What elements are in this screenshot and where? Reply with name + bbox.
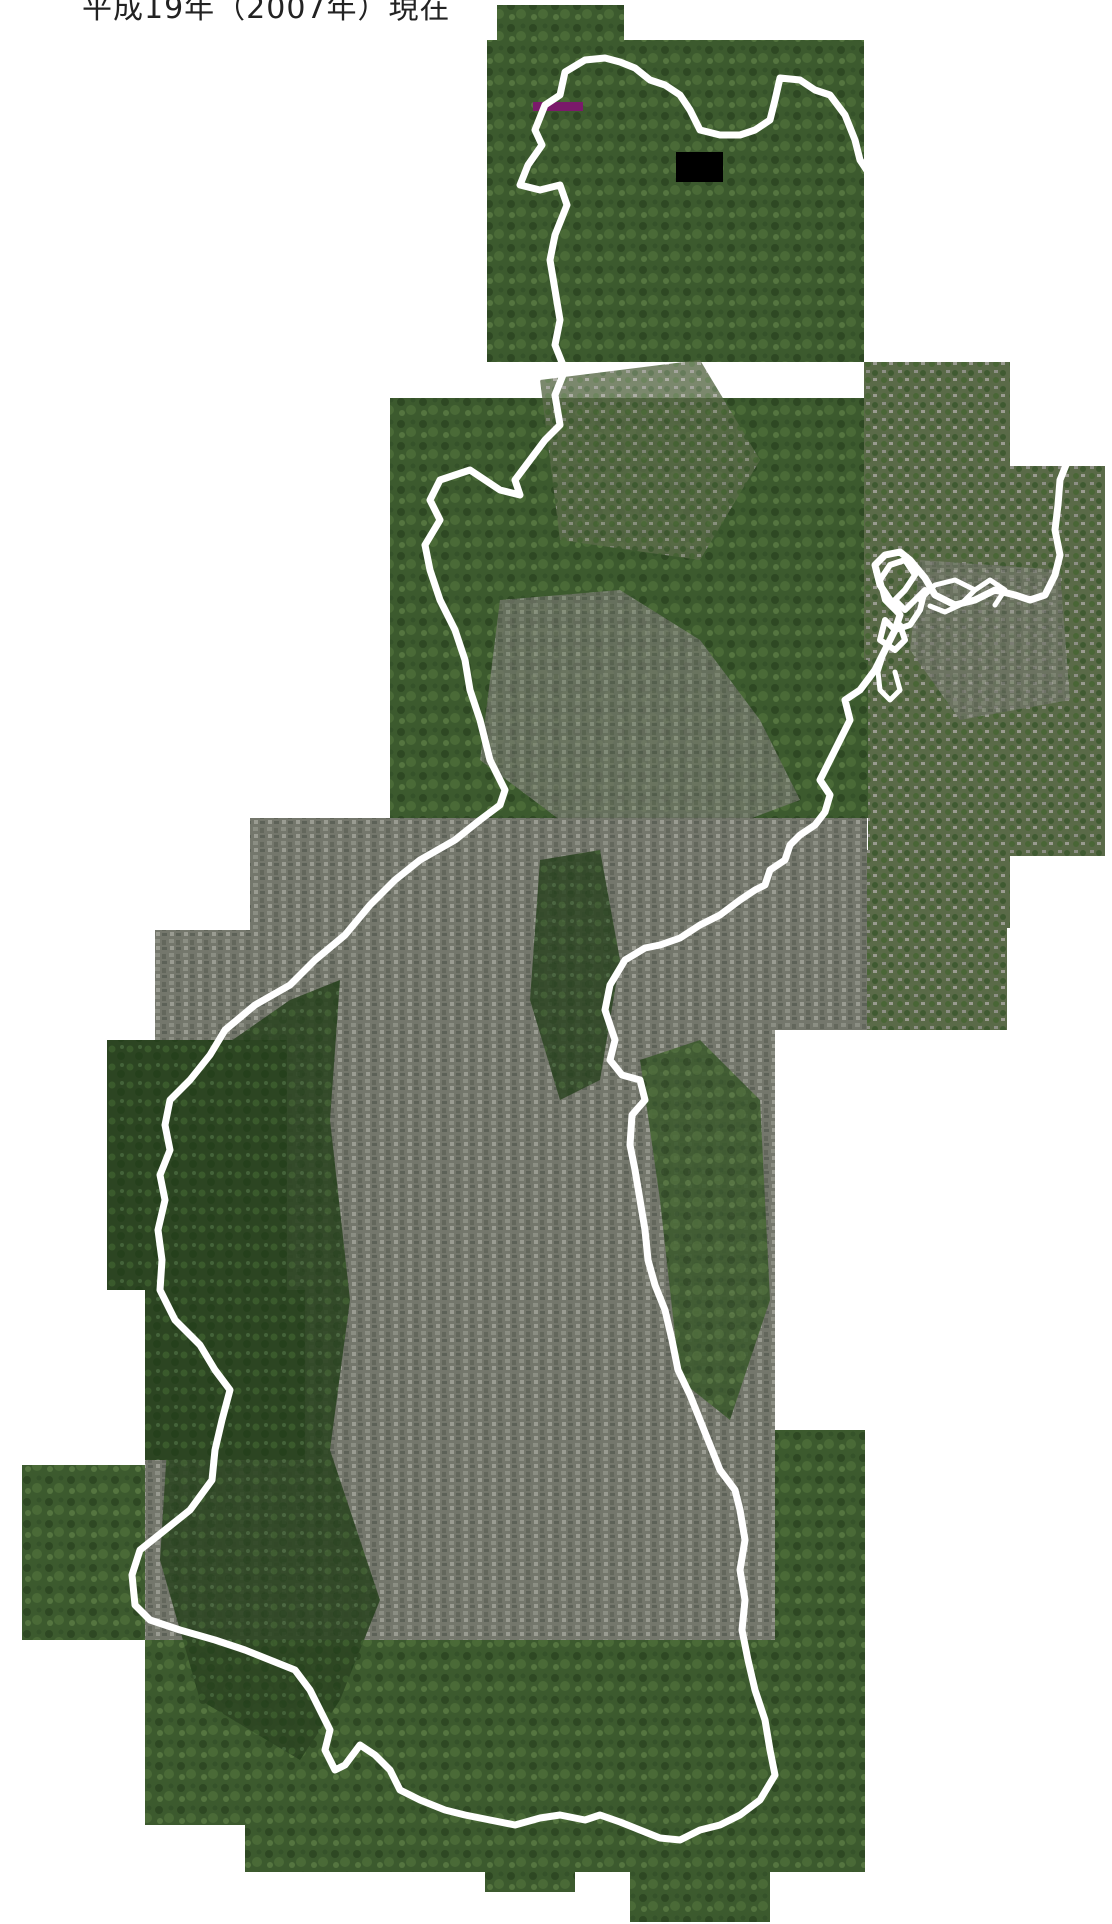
forest-region [530, 850, 620, 1100]
mosaic-tile [497, 5, 624, 40]
mosaic-tile [22, 1465, 145, 1640]
boundary-detail [917, 577, 1008, 615]
suburb-region [540, 360, 760, 560]
boundary-outline [128, 54, 1082, 1844]
boundary-detail [877, 557, 928, 653]
mosaic-tile [245, 1822, 865, 1872]
forest-region [640, 1040, 770, 1420]
forest-region [160, 980, 380, 1760]
boundary-detail [875, 647, 903, 703]
mosaic-tile [630, 1872, 770, 1922]
mosaic-tile [775, 1430, 865, 1640]
purple-marker [533, 102, 583, 111]
mosaic-tile [864, 850, 1007, 1030]
urban-region [480, 590, 800, 830]
black-marker [676, 152, 723, 182]
map-caption: 平成19年（2007年）現在 [82, 0, 451, 26]
mosaic-tile [485, 1872, 575, 1892]
